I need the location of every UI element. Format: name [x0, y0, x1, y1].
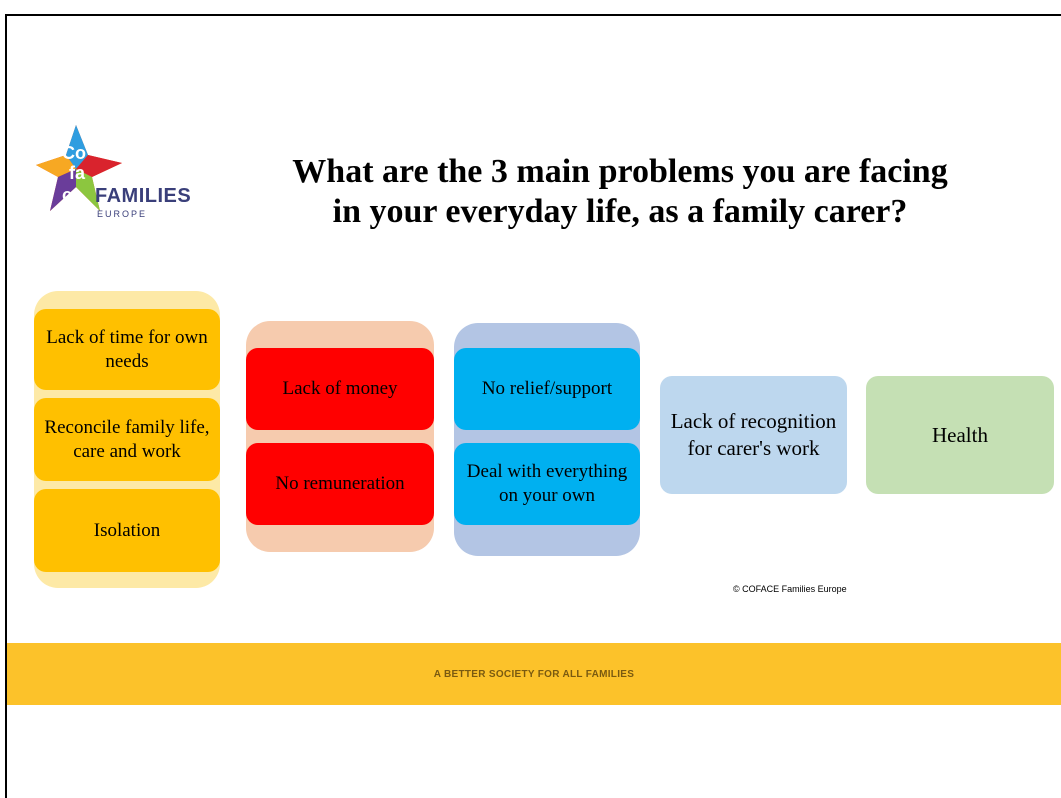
problem-box-recognition: Lack of recognition for carer's work: [660, 376, 847, 494]
problem-box-money: Lack of money: [246, 348, 434, 430]
logo-letters-fa: fa: [69, 163, 86, 183]
logo-word: FAMILIES: [95, 185, 192, 207]
problem-label-recognition: Lack of recognition for carer's work: [670, 409, 837, 460]
problem-box-isolation: Isolation: [34, 489, 220, 572]
problem-box-reconcile: Reconcile family life, care and work: [34, 398, 220, 481]
logo-star-icon: Co fa ce: [36, 125, 122, 211]
slide-title: What are the 3 main problems you are fac…: [200, 152, 1040, 232]
problem-box-health: Health: [866, 376, 1054, 494]
problem-label-isolation: Isolation: [93, 519, 161, 541]
title-line-2: in your everyday life, as a family carer…: [332, 193, 908, 230]
problem-label-time: Lack of time for own needs: [46, 326, 208, 372]
problem-box-own: Deal with everything on your own: [454, 443, 640, 525]
problem-box-remuneration: No remuneration: [246, 443, 434, 525]
logo-letters-ce: ce: [62, 185, 82, 205]
footer-band: A BETTER SOCIETY FOR ALL FAMILIES: [7, 643, 1061, 705]
problem-label-remuneration: No remuneration: [275, 473, 405, 494]
problem-label-health: Health: [932, 423, 988, 447]
problem-label-money: Lack of money: [282, 378, 398, 399]
coface-logo: Co fa ce FAMILIES EUROPE: [36, 125, 196, 219]
problem-box-relief: No relief/support: [454, 348, 640, 430]
problem-label-reconcile: Reconcile family life, care and work: [44, 416, 210, 462]
logo-letters-co: Co: [62, 143, 86, 163]
slide-frame: [5, 14, 1061, 798]
logo-sub: EUROPE: [97, 209, 148, 219]
copyright-note: © COFACE Families Europe: [733, 584, 847, 594]
problem-label-own: Deal with everything on your own: [466, 461, 628, 506]
footer-slogan: A BETTER SOCIETY FOR ALL FAMILIES: [433, 668, 635, 680]
problem-label-relief: No relief/support: [481, 378, 613, 399]
title-line-1: What are the 3 main problems you are fac…: [292, 153, 948, 190]
problem-box-time: Lack of time for own needs: [34, 309, 220, 390]
